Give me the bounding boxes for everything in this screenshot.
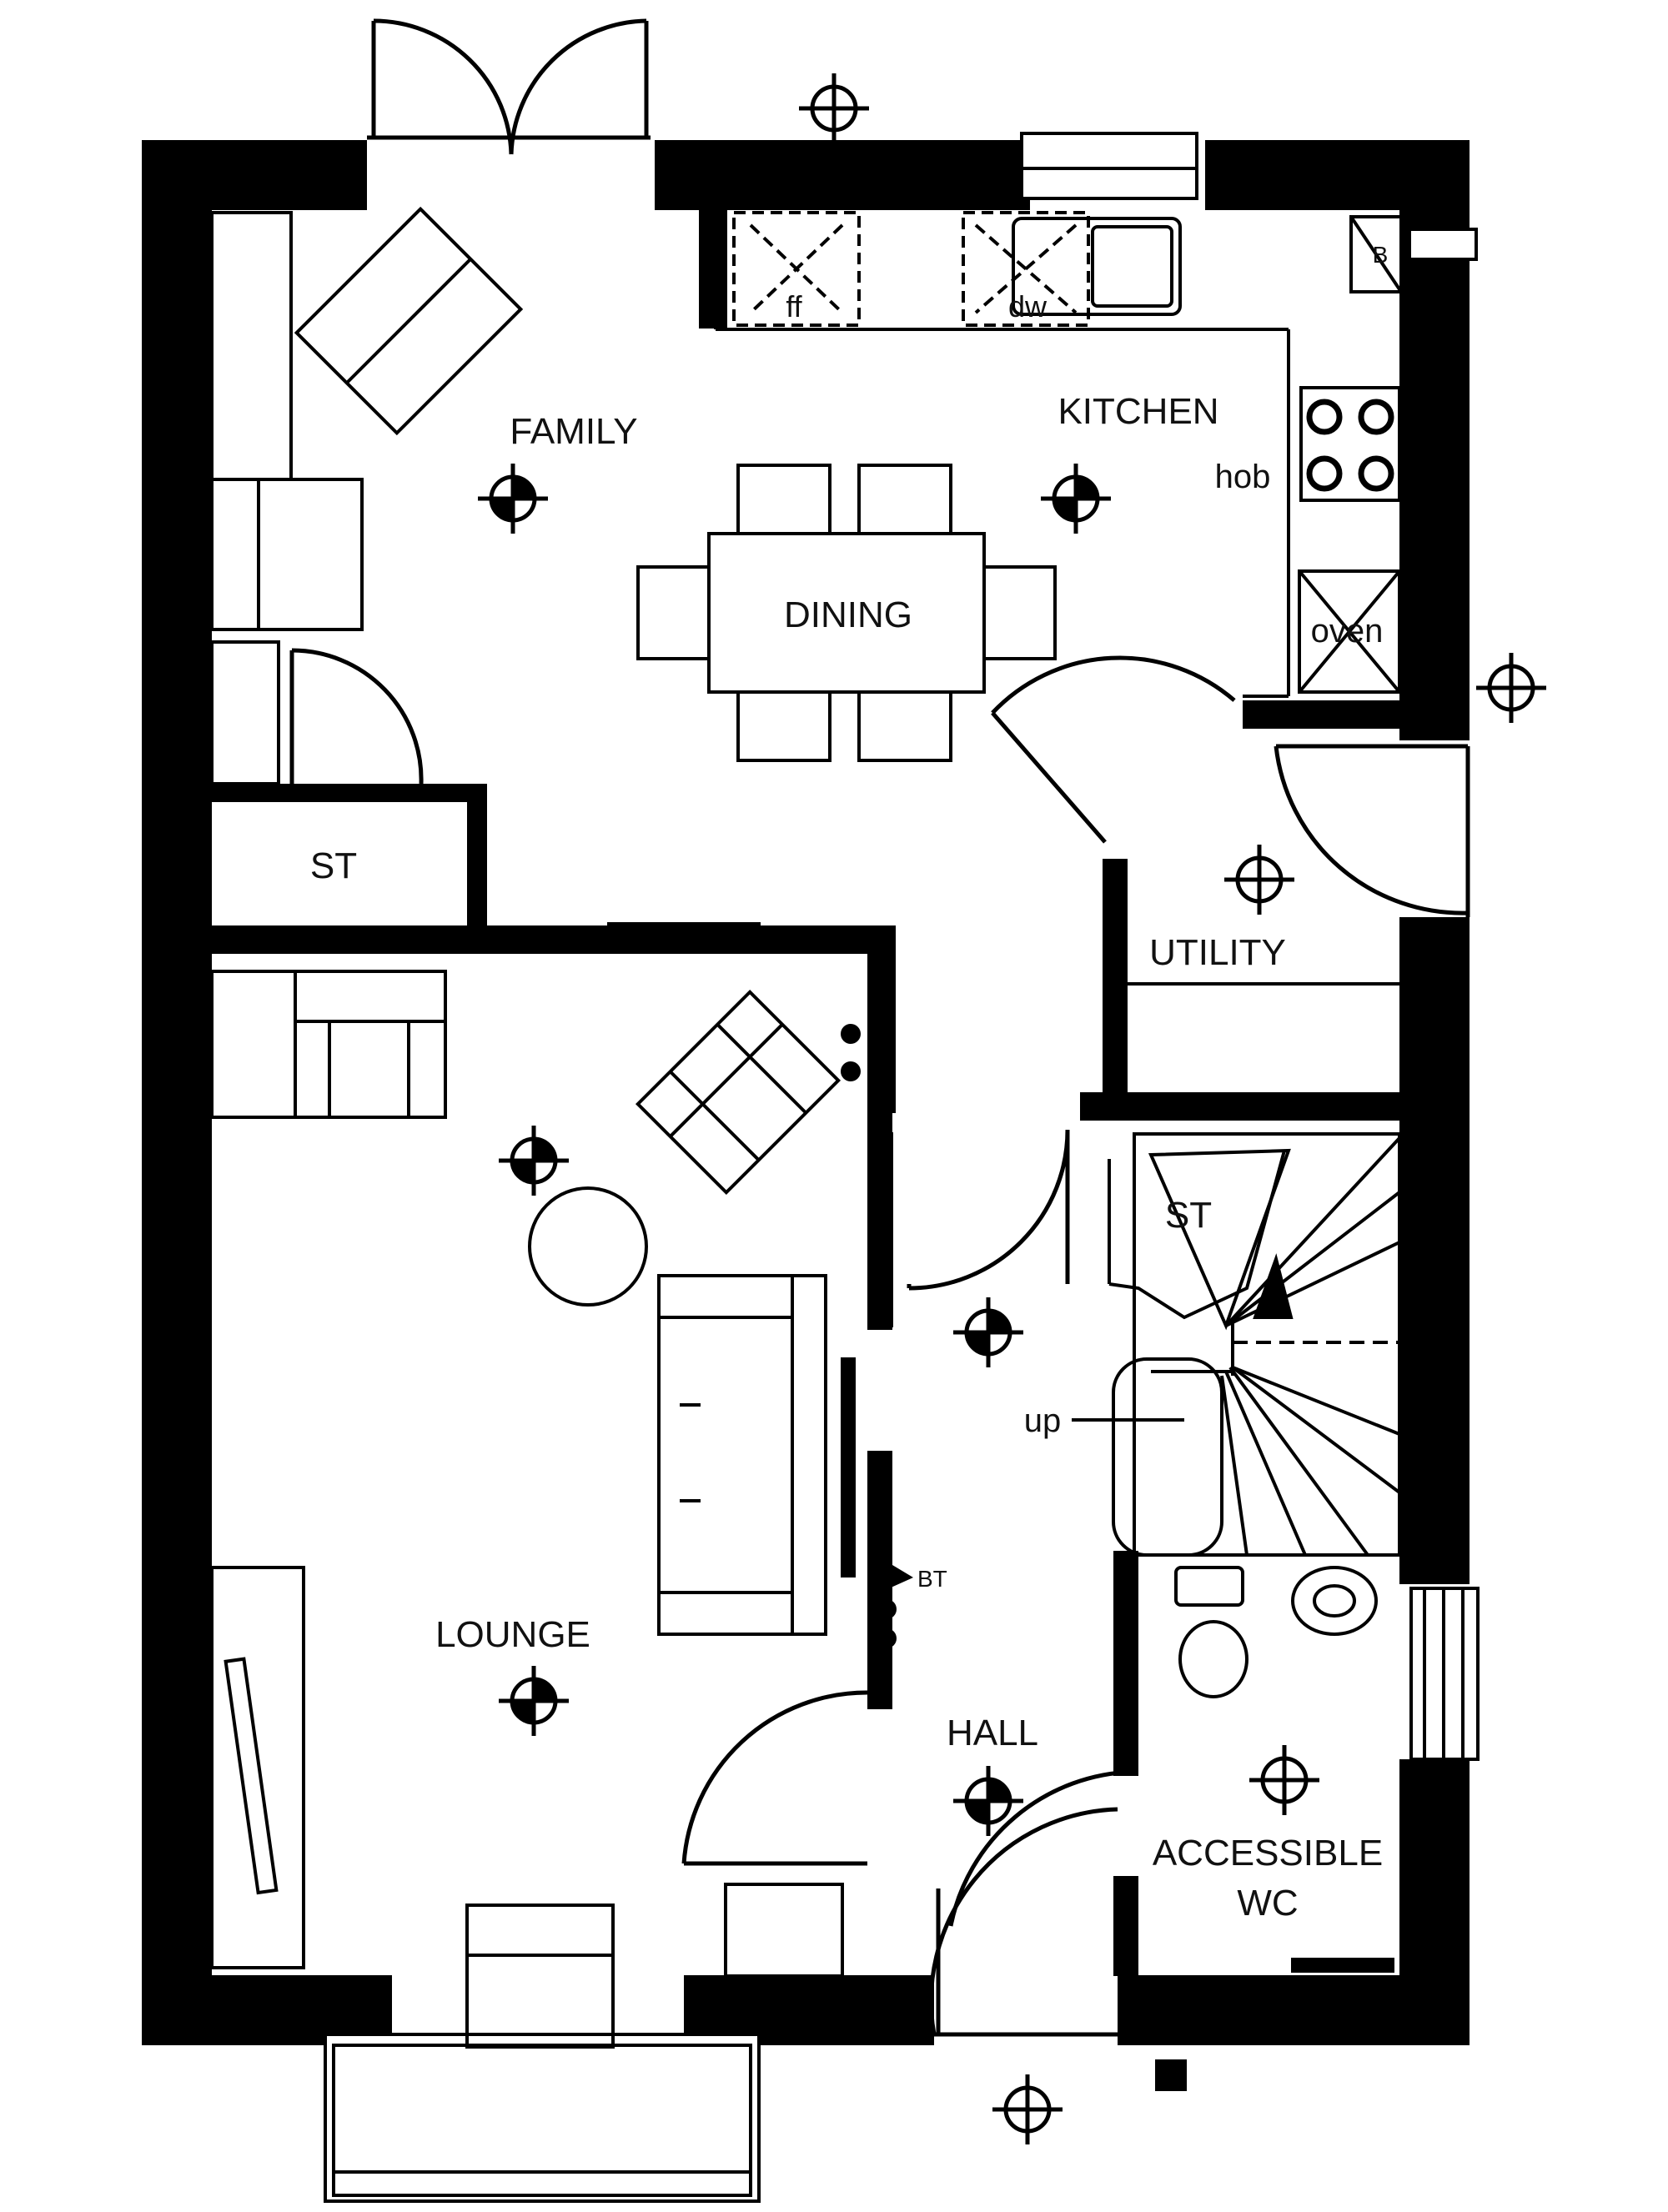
fridge-freezer-label: ff [786, 289, 802, 324]
internal-walls [208, 700, 1399, 1976]
room-label-store-left: ST [310, 845, 357, 886]
room-label-family: FAMILY [510, 411, 637, 452]
room-label-wc-line2: WC [1237, 1883, 1298, 1924]
boiler-label: B [1373, 242, 1389, 268]
appliance-labels: ff dw hob oven B [786, 242, 1388, 650]
room-label-utility: UTILITY [1149, 932, 1286, 973]
symbols [841, 1024, 1187, 2091]
external-walls [142, 140, 1470, 2045]
room-label-wc-line1: ACCESSIBLE [1153, 1833, 1383, 1873]
room-labels: FAMILY KITCHEN DINING UTILITY ST ST LOUN… [310, 391, 1383, 1924]
doors [289, 18, 1470, 2037]
telephone-point-label: BT [917, 1566, 947, 1592]
stairs-up-label: up [1024, 1402, 1062, 1439]
oven-label: oven [1311, 613, 1384, 650]
hob-label: hob [1215, 459, 1271, 495]
room-label-lounge: LOUNGE [435, 1614, 590, 1655]
room-label-dining: DINING [784, 594, 912, 635]
kitchen-units [699, 208, 1403, 729]
room-label-store-stairs: ST [1165, 1195, 1212, 1236]
room-label-hall: HALL [947, 1713, 1038, 1753]
room-label-kitchen: KITCHEN [1058, 391, 1218, 432]
dishwasher-label: dw [1008, 289, 1048, 324]
furniture [210, 206, 1401, 2049]
annotations: up BT [917, 1402, 1061, 1592]
windows [324, 132, 1480, 2203]
